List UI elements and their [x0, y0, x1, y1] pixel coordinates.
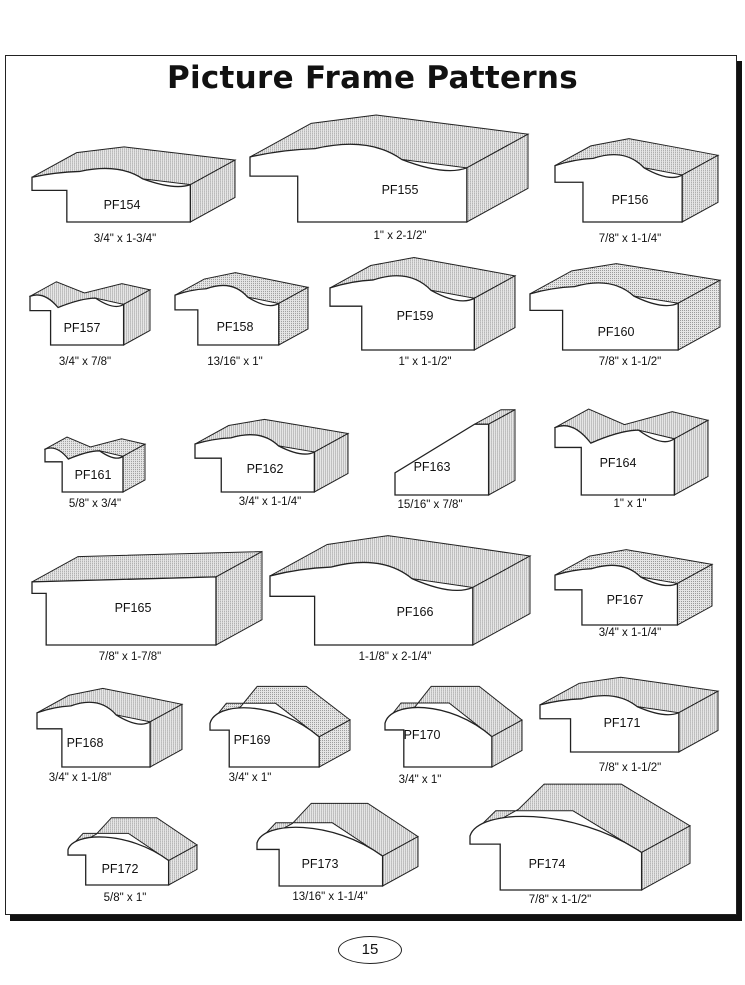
pattern-code: PF170	[403, 728, 441, 742]
profile-drawing	[28, 281, 152, 346]
profile-drawing	[67, 817, 198, 886]
page-number: 15	[338, 936, 402, 964]
pattern-size: 15/16" x 7/8"	[397, 499, 463, 511]
pattern-size: 7/8" x 1-1/2"	[598, 762, 662, 774]
pattern-size: 3/4" x 1-1/4"	[598, 627, 662, 639]
pattern-size: 3/4" x 1-3/4"	[93, 233, 157, 245]
profile-front-face	[469, 815, 643, 891]
pattern-size: 1" x 1"	[613, 498, 647, 510]
pattern-code: PF171	[603, 716, 641, 730]
pattern-code: PF167	[606, 593, 644, 607]
pattern-size: 5/8" x 1"	[103, 892, 147, 904]
pattern-size: 13/16" x 1-1/4"	[292, 891, 368, 903]
profile-drawing	[529, 263, 722, 351]
pattern-code: PF168	[66, 736, 104, 750]
pattern-size: 1-1/8" x 2-1/4"	[358, 651, 432, 663]
profile-front-face	[36, 701, 151, 768]
profile-drawing	[256, 802, 419, 887]
pattern-size: 13/16" x 1"	[207, 356, 263, 368]
profile-front-face	[31, 576, 217, 646]
pattern-code: PF158	[216, 320, 254, 334]
pattern-code: PF174	[528, 857, 566, 871]
profile-front-face	[529, 282, 679, 351]
profile-front-face	[554, 564, 679, 626]
profile-front-face	[554, 153, 683, 223]
page-title: Picture Frame Patterns	[166, 60, 579, 96]
profile-drawing	[553, 408, 710, 496]
pattern-size: 3/4" x 1"	[228, 772, 272, 784]
profile-front-face	[384, 706, 493, 768]
profile-drawing	[384, 685, 523, 768]
profile-drawing	[539, 676, 720, 753]
pattern-size: 1" x 1-1/2"	[398, 356, 452, 368]
pattern-code: PF165	[114, 601, 152, 615]
pattern-code: PF155	[381, 183, 419, 197]
profile-drawing	[249, 114, 530, 223]
pattern-size: 3/4" x 1-1/4"	[238, 496, 302, 508]
pattern-code: PF166	[396, 605, 434, 619]
profile-drawing	[329, 257, 517, 351]
pattern-code: PF156	[611, 193, 649, 207]
profile-drawing	[209, 685, 351, 768]
pattern-size: 5/8" x 3/4"	[68, 498, 122, 510]
profile-drawing	[31, 550, 263, 646]
profile-front-face	[554, 425, 675, 496]
pattern-size: 7/8" x 1-7/8"	[98, 651, 162, 663]
pattern-size: 7/8" x 1-1/2"	[528, 894, 592, 906]
profile-drawing	[469, 783, 691, 891]
profile-front-face	[67, 836, 170, 886]
profile-drawing	[269, 535, 532, 646]
profile-front-face	[194, 434, 315, 493]
profile-front-face	[31, 167, 191, 223]
profile-drawing	[394, 408, 516, 496]
pattern-code: PF163	[413, 460, 451, 474]
pattern-code: PF160	[597, 325, 635, 339]
profile-drawing	[554, 138, 720, 223]
profile-front-face	[174, 284, 280, 346]
pattern-code: PF157	[63, 321, 101, 335]
profile-front-face	[394, 423, 490, 496]
profile-drawing	[36, 687, 184, 768]
pattern-code: PF164	[599, 456, 637, 470]
pattern-code: PF161	[74, 468, 112, 482]
profile-side-face	[488, 408, 516, 496]
pattern-size: 3/4" x 1"	[398, 774, 442, 786]
profile-front-face	[539, 694, 680, 753]
profile-front-face	[256, 826, 384, 887]
pattern-size: 3/4" x 1-1/8"	[48, 772, 112, 784]
profile-drawing	[43, 436, 147, 493]
profile-front-face	[209, 707, 320, 768]
profile-drawing	[554, 549, 714, 626]
pattern-code: PF154	[103, 198, 141, 212]
pattern-size: 1" x 2-1/2"	[373, 230, 427, 242]
pattern-size: 7/8" x 1-1/4"	[598, 233, 662, 245]
profile-front-face	[329, 275, 475, 351]
profile-front-face	[249, 143, 468, 223]
pattern-code: PF159	[396, 309, 434, 323]
pattern-size: 7/8" x 1-1/2"	[598, 356, 662, 368]
profile-front-face	[29, 294, 125, 346]
pattern-code: PF162	[246, 462, 284, 476]
profile-front-face	[44, 447, 124, 493]
pattern-size: 3/4" x 7/8"	[58, 356, 112, 368]
profile-drawing	[174, 272, 310, 346]
pattern-code: PF172	[101, 862, 139, 876]
pattern-code: PF169	[233, 733, 271, 747]
profile-drawing	[31, 146, 237, 223]
profile-front-face	[269, 561, 474, 646]
pattern-code: PF173	[301, 857, 339, 871]
profile-drawing	[194, 418, 350, 493]
